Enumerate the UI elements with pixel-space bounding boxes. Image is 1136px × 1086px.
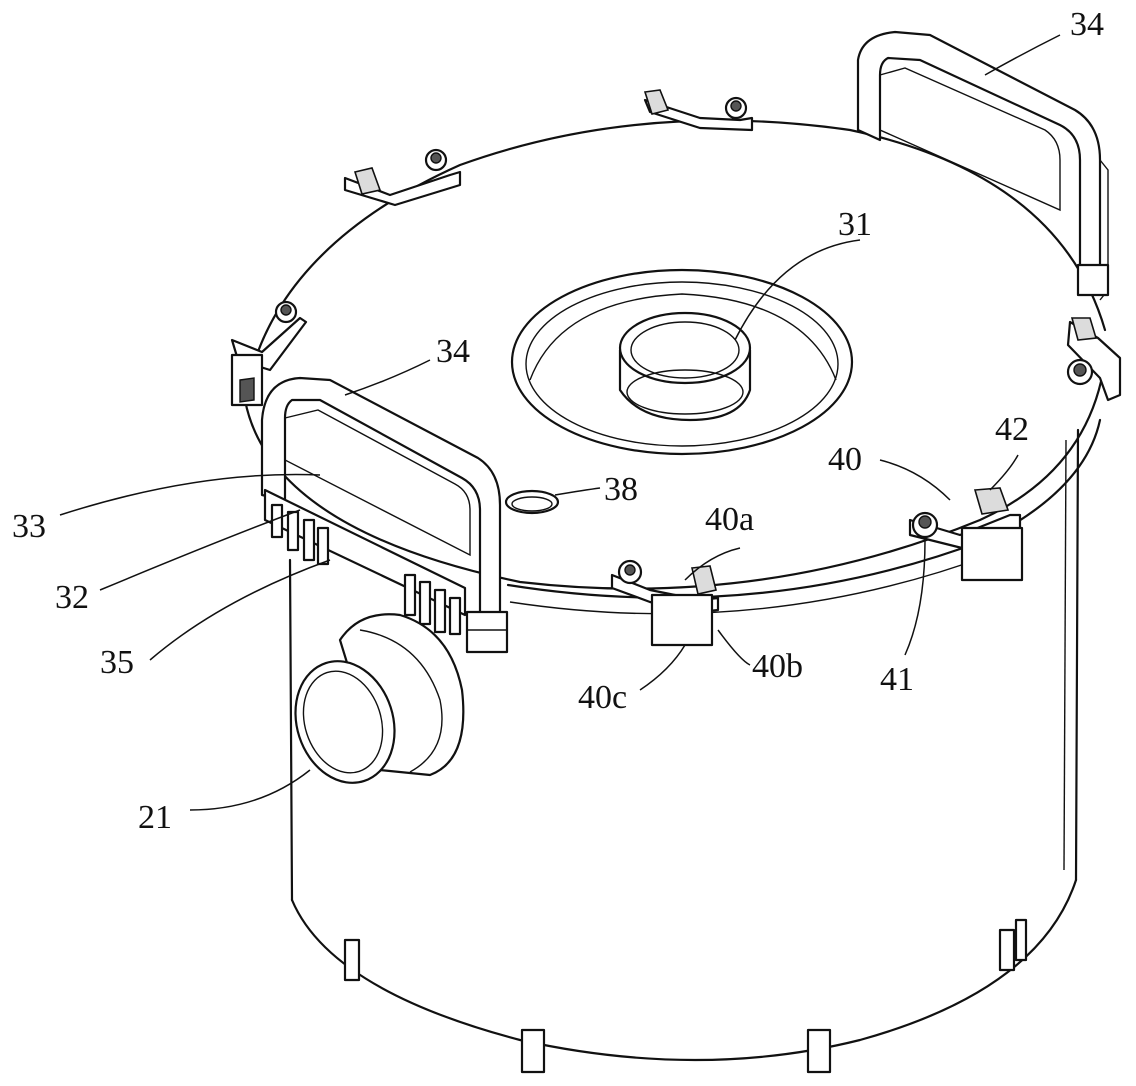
label-21: 21 bbox=[138, 799, 172, 836]
hole-38 bbox=[504, 489, 560, 515]
leader-lines bbox=[59, 34, 1061, 811]
tank-body bbox=[288, 428, 1080, 1062]
label-41: 41 bbox=[880, 661, 914, 698]
label-40a: 40a bbox=[705, 501, 754, 538]
label-38: 38 bbox=[604, 471, 638, 508]
clamp-top-left bbox=[343, 148, 462, 207]
label-31: 31 bbox=[838, 206, 872, 243]
label-40c: 40c bbox=[578, 679, 627, 716]
inlet-pipe-21 bbox=[294, 613, 465, 784]
clamp-right bbox=[1066, 317, 1122, 402]
label-34-top: 34 bbox=[1070, 6, 1104, 43]
handle-right bbox=[856, 30, 1110, 301]
label-35: 35 bbox=[100, 644, 134, 681]
clamp-40-front bbox=[610, 559, 720, 647]
clamp-40-right bbox=[908, 487, 1024, 582]
tank-feet bbox=[343, 918, 1028, 1074]
label-40: 40 bbox=[828, 441, 862, 478]
clamp-top-center bbox=[643, 89, 754, 132]
outlet-31 bbox=[618, 311, 752, 422]
label-32: 32 bbox=[55, 579, 89, 616]
handle-left bbox=[260, 376, 509, 654]
clamp-left bbox=[230, 300, 308, 407]
reference-labels: 34 31 34 38 33 32 35 40a 40 42 40b 40c 4… bbox=[12, 6, 1104, 836]
label-42: 42 bbox=[995, 411, 1029, 448]
label-34-left: 34 bbox=[436, 333, 470, 370]
label-33: 33 bbox=[12, 508, 46, 545]
label-40b: 40b bbox=[752, 648, 803, 685]
bracket-35 bbox=[263, 488, 467, 636]
central-opening bbox=[510, 268, 854, 456]
